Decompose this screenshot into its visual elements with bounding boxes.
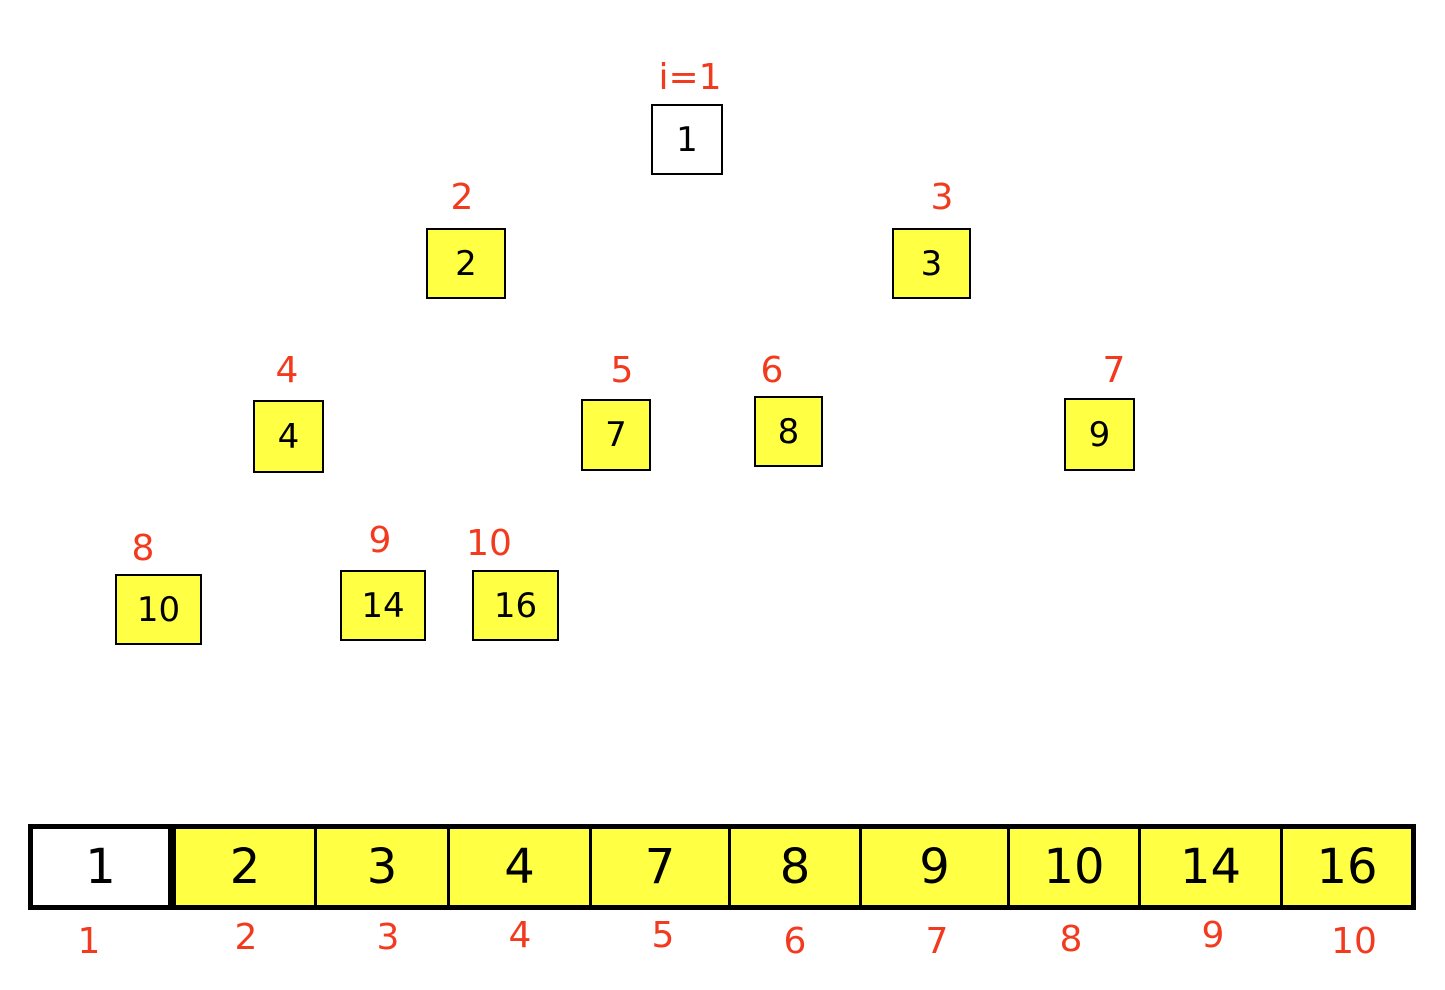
tree-node: 8 bbox=[754, 396, 823, 467]
tree-node: 4 bbox=[253, 400, 324, 473]
tree-node-root: 1 bbox=[651, 104, 723, 175]
tree-index-label: 5 bbox=[610, 350, 634, 391]
tree-index-label: 7 bbox=[1102, 350, 1126, 391]
tree-index-label: 2 bbox=[450, 177, 474, 218]
array-index-label: 9 bbox=[1201, 915, 1225, 956]
tree-node: 3 bbox=[892, 228, 971, 299]
tree-index-label: i=1 bbox=[658, 57, 722, 98]
tree-node: 7 bbox=[581, 399, 651, 471]
tree-node: 9 bbox=[1064, 398, 1135, 471]
array-index-label: 2 bbox=[234, 917, 258, 958]
heap-array: 1 2 3 4 7 8 9 10 14 16 bbox=[28, 824, 1416, 910]
array-index-label: 3 bbox=[376, 917, 400, 958]
array-cell: 16 bbox=[1316, 839, 1378, 895]
tree-index-label: 3 bbox=[930, 177, 954, 218]
array-cell: 7 bbox=[592, 829, 731, 905]
tree-index-label: 9 bbox=[368, 520, 392, 561]
tree-node: 16 bbox=[472, 570, 559, 641]
tree-node: 14 bbox=[340, 570, 426, 641]
array-index-label: 4 bbox=[508, 915, 532, 956]
tree-index-label: 8 bbox=[131, 528, 155, 569]
array-cell: 9 bbox=[862, 829, 1010, 905]
array-cell: 1 bbox=[33, 829, 176, 905]
array-index-label: 10 bbox=[1331, 921, 1377, 962]
array-cell: 10 bbox=[1010, 829, 1141, 905]
tree-node: 2 bbox=[426, 228, 506, 299]
array-index-label: 5 bbox=[651, 915, 675, 956]
tree-index-label: 4 bbox=[275, 350, 299, 391]
tree-node: 10 bbox=[115, 574, 202, 645]
array-index-label: 8 bbox=[1059, 919, 1083, 960]
array-index-label: 6 bbox=[783, 921, 807, 962]
array-cell: 4 bbox=[450, 829, 592, 905]
array-index-label: 7 bbox=[925, 921, 949, 962]
array-cell: 14 bbox=[1141, 829, 1283, 905]
array-cell: 8 bbox=[731, 829, 862, 905]
array-index-label: 1 bbox=[77, 921, 101, 962]
array-cell: 2 bbox=[176, 829, 317, 905]
tree-index-label: 6 bbox=[760, 350, 784, 391]
tree-index-label: 10 bbox=[466, 523, 512, 564]
array-cell: 3 bbox=[317, 829, 450, 905]
